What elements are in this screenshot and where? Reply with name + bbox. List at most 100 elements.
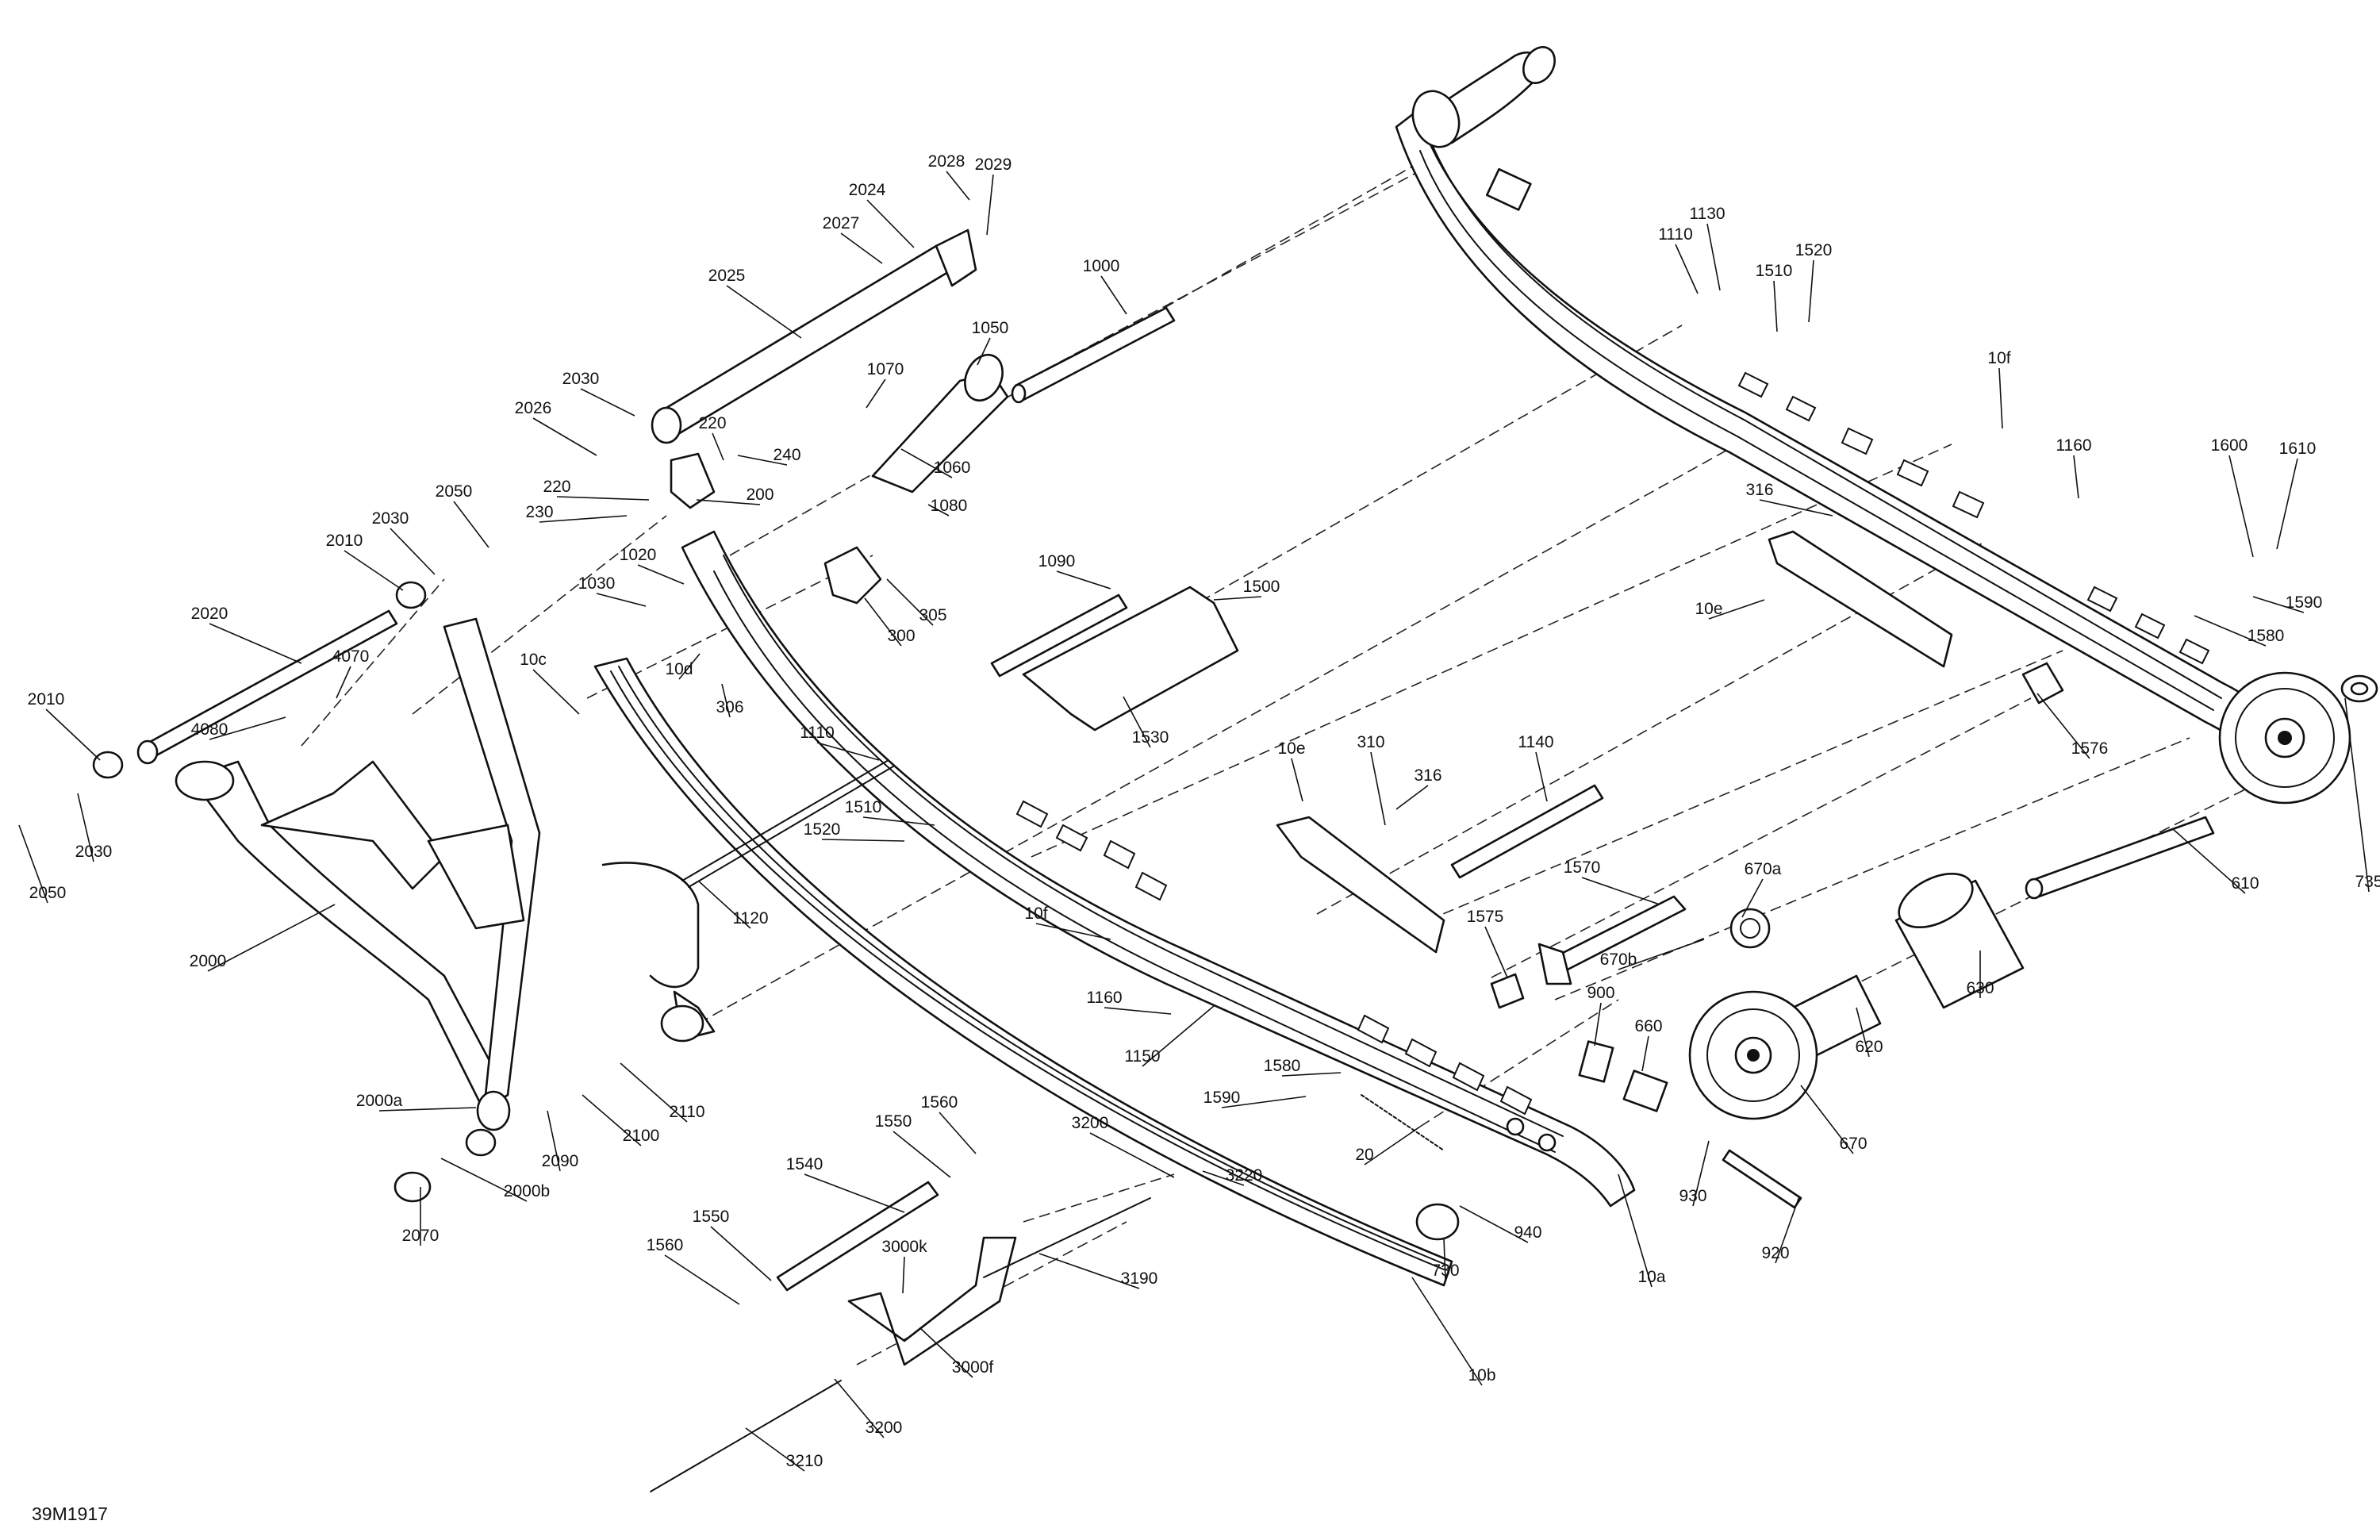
- callout-3200: 3200: [1072, 1114, 1175, 1178]
- callout-1510: 1510: [845, 798, 935, 826]
- callout-10c: 10c: [520, 651, 580, 715]
- callout-leader: [2194, 615, 2267, 647]
- callout-label: 660: [1634, 1017, 1662, 1035]
- callout-1590: 1590: [2252, 593, 2322, 613]
- callout-220: 220: [698, 414, 727, 461]
- callout-label: 230: [525, 503, 553, 521]
- callout-1120: 1120: [697, 880, 769, 929]
- callout-leader: [834, 1378, 885, 1438]
- callout-label: 10c: [520, 651, 547, 669]
- callout-label: 2100: [623, 1127, 660, 1145]
- callout-1070: 1070: [866, 360, 904, 409]
- callout-leader: [1856, 1007, 1870, 1058]
- callout-1110: 1110: [1658, 225, 1699, 294]
- callout-leader: [2073, 455, 2079, 499]
- callout-leader: [1581, 877, 1660, 905]
- callout-leader: [866, 199, 915, 248]
- callout-730: 730: [1431, 1237, 1460, 1281]
- callout-label: 1060: [934, 459, 971, 477]
- callout-leader: [886, 578, 934, 626]
- callout-label: 1580: [1264, 1057, 1301, 1075]
- callout-2030: 2030: [372, 509, 436, 575]
- callout-leader: [1459, 1205, 1529, 1243]
- callout-leader: [1104, 1007, 1172, 1015]
- callout-1550: 1550: [693, 1208, 772, 1281]
- callout-label: 735: [2355, 873, 2380, 891]
- callout-label: 1560: [647, 1236, 684, 1254]
- callout-leader: [840, 232, 883, 264]
- callout-leader: [804, 1173, 905, 1213]
- callout-1080: 1080: [927, 497, 967, 517]
- callout-leader: [1395, 785, 1429, 810]
- callout-leader: [1213, 596, 1262, 601]
- callout-label: 1120: [732, 909, 768, 927]
- callout-735: 735: [2344, 697, 2380, 893]
- callout-label: 3220: [1226, 1166, 1263, 1185]
- callout-label: 2030: [562, 370, 600, 388]
- callout-305: 305: [886, 578, 947, 626]
- callout-leader: [1708, 599, 1765, 620]
- callout-label: 2090: [542, 1152, 579, 1170]
- callout-1050: 1050: [972, 319, 1009, 366]
- callout-label: 670: [1839, 1135, 1867, 1153]
- callout-leader: [1142, 1005, 1215, 1067]
- callout-2024: 2024: [849, 181, 915, 248]
- callout-3220: 3220: [1202, 1166, 1263, 1186]
- callout-1000: 1000: [1083, 257, 1127, 315]
- callout-leader: [1484, 926, 1508, 978]
- callout-leader: [344, 550, 404, 591]
- callout-leader: [2276, 458, 2298, 550]
- callout-leader: [390, 528, 436, 575]
- callout-1060: 1060: [900, 448, 971, 478]
- callout-leader: [1100, 275, 1127, 315]
- callout-leader: [864, 597, 902, 647]
- callout-leader: [678, 653, 701, 680]
- rear-idler-wheel: [2218, 671, 2351, 805]
- callout-leader: [2228, 455, 2254, 558]
- callout-leader: [986, 174, 994, 236]
- callout-label: 1090: [1038, 552, 1076, 570]
- callout-label: 10e: [1277, 739, 1305, 758]
- callout-label: 1560: [921, 1093, 958, 1112]
- callout-1600: 1600: [2211, 436, 2254, 558]
- callout-label: 2026: [515, 399, 552, 417]
- callout-label: 1550: [875, 1112, 912, 1131]
- callout-label: 1610: [2279, 440, 2317, 458]
- callout-leader: [440, 1158, 528, 1202]
- callout-10a: 10a: [1618, 1173, 1666, 1288]
- callout-leader: [1221, 1096, 1307, 1108]
- front-arm-2000: [175, 617, 716, 1203]
- callout-label: 920: [1761, 1244, 1789, 1262]
- callout-leader: [977, 337, 991, 366]
- rear-right-rail: [1395, 46, 2378, 805]
- callout-leader: [547, 1110, 561, 1172]
- callout-label: 316: [1745, 481, 1773, 499]
- callout-label: 1520: [804, 820, 841, 839]
- callout-2050: 2050: [18, 824, 66, 904]
- callout-label: 2027: [823, 214, 860, 232]
- callout-10f: 10f: [1987, 349, 2011, 429]
- callout-2010: 2010: [28, 690, 101, 761]
- callout-1140: 1140: [1518, 733, 1554, 802]
- callout-1610: 1610: [2276, 440, 2317, 550]
- front-rail-slots: [1015, 800, 1533, 1116]
- callout-leader: [620, 1062, 688, 1123]
- callout-leader: [207, 904, 336, 972]
- callout-1160: 1160: [1086, 989, 1172, 1015]
- callout-leader: [1808, 259, 1814, 323]
- callout-930: 930: [1679, 1140, 1710, 1207]
- callout-label: 1590: [1203, 1089, 1241, 1107]
- callout-leader: [1370, 751, 1386, 826]
- callout-1540: 1540: [786, 1155, 905, 1213]
- callout-leader: [1291, 758, 1303, 802]
- callout-label: 1000: [1083, 257, 1120, 275]
- callout-label: 10e: [1695, 600, 1722, 618]
- callout-630: 630: [1966, 950, 1994, 998]
- callout-label: 2030: [75, 843, 113, 861]
- callout-label: 1160: [1086, 989, 1122, 1007]
- callout-300: 300: [864, 597, 916, 647]
- callout-label: 1050: [972, 319, 1009, 337]
- callout-label: 1110: [800, 724, 835, 742]
- callout-leader: [927, 504, 950, 517]
- callout-label: 2010: [28, 690, 65, 709]
